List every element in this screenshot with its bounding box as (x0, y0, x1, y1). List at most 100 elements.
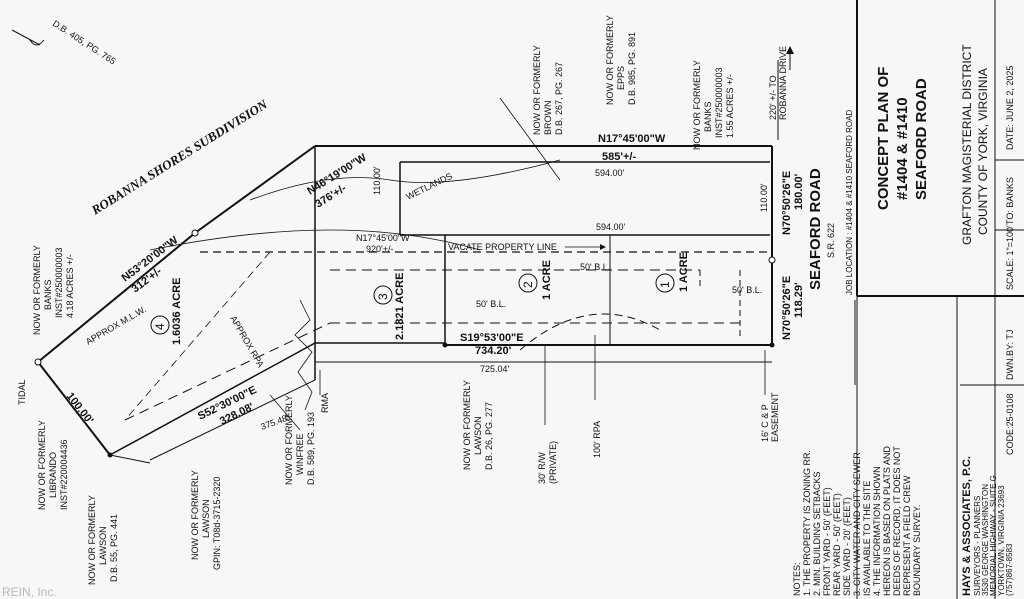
distance-label: 725.04' (480, 364, 510, 374)
distance-label: 585'+/- (602, 151, 636, 163)
owner-line: D.B. 55, PG. 441 (109, 514, 119, 582)
owner-line: NOW OR FORMERLY (532, 45, 542, 135)
owner-banks-2: NOW OR FORMERLY BANKS INST#250000003 4.1… (32, 245, 75, 335)
owner-line: D.B. 589, PG. 193 (306, 412, 316, 485)
survey-pin (34, 358, 42, 366)
note-line: 2. MIN. BUILDING SETBACKS (812, 471, 822, 596)
owner-line: INST#250000003 (54, 247, 64, 318)
distance-label: 100.00' (64, 390, 96, 426)
lot-1-area: 1 ACRE (678, 252, 690, 292)
lot-labels: 1 1 ACRE 2 1 ACRE 3 2.1821 ACRE 4 1.6036… (150, 252, 690, 345)
owner-line: NOW OR FORMERLY (284, 395, 294, 485)
bearing-label: N70°50'26"E (781, 171, 793, 235)
note-line: 4. THE INFORMATION SHOWN (872, 466, 882, 596)
note-line: BOUNDARY SURVEY. (912, 505, 922, 596)
distance-label: 110.00' (372, 166, 382, 195)
owner-line: LIBRANDO (48, 452, 58, 498)
rma-label: RMA (320, 393, 330, 413)
distance-label: 734.20' (475, 345, 512, 357)
firm-block: HAYS & ASSOCIATES, P.C. SURVEYORS - PLAN… (961, 456, 1014, 596)
easement-label-2: EASEMENT (770, 392, 780, 442)
owner-line: 1.55 ACRES +/- (725, 74, 735, 138)
survey-pin (442, 342, 448, 348)
owner-line: NOW OR FORMERLY (87, 495, 97, 585)
district-line-2: COUNTY OF YORK, VIRGINIA (976, 68, 990, 235)
owner-line: LAWSON (473, 416, 483, 455)
lot-4-number: 4 (153, 323, 167, 330)
lot-circle (150, 315, 170, 335)
lot-2-area: 1 ACRE (541, 260, 553, 300)
date-label: DATE: JUNE 2, 2025 (1005, 66, 1015, 150)
note-line: HEREON IS BASED ON PLATS AND (882, 446, 892, 596)
distance-label: 118.29' (793, 282, 805, 318)
firm-line: (757)867-8583 (1005, 543, 1014, 596)
drawn-by-label: DWN.BY: TJ (1005, 330, 1015, 380)
approx-mlw-label: APPROX M.L.W. (84, 304, 148, 347)
owner-line: EPPS (616, 66, 626, 90)
owner-line: LAWSON (201, 499, 211, 538)
vacate-label: VACATE PROPERTY LINE (448, 242, 557, 252)
owner-line: NOW OR FORMERLY (462, 380, 472, 470)
arrow-up-icon (786, 46, 794, 54)
note-line: FRONT YARD - 50' (FEET) (822, 487, 832, 596)
note-line: 3. CITY WATER AND CITY SEWER (852, 452, 862, 596)
owner-lawson-2: NOW OR FORMERLY LAWSON GPIN: T08d-3715-2… (190, 470, 222, 570)
road-to-drive-2: ROBANNA DRIVE (778, 46, 788, 120)
job-location: JOB LOCATION : #1404 & #1410 SEAFORD ROA… (845, 110, 854, 295)
survey-pin (191, 229, 199, 237)
note-line: NOTES: (792, 562, 802, 596)
district-line-1: GRAFTON MAGISTERIAL DISTRICT (960, 44, 974, 245)
lot-circle (655, 273, 675, 293)
title-line-2: #1404 & #1410 (894, 97, 911, 200)
distance-label: 110.00' (759, 183, 769, 212)
setback-label: 50' B.L. (580, 262, 610, 272)
arrow-right-icon (600, 244, 606, 250)
note-line: IS AVAILABLE TO THE SITE (862, 481, 872, 596)
code-label: CODE:25-0108 (1005, 393, 1015, 455)
note-line: DEEDS OF RECORD, IT DOES NOT (892, 446, 902, 596)
owner-lawson-1: NOW OR FORMERLY LAWSON D.B. 55, PG. 441 (87, 495, 119, 585)
bearing-label: S19°53'00"E (460, 332, 524, 344)
owner-line: NOW OR FORMERLY (32, 245, 42, 335)
owner-epps: NOW OR FORMERLY EPPS D.B. 985, PG. 891 (605, 15, 637, 105)
rw-label-1: 30' R/W (537, 452, 547, 484)
owner-lawson-3: NOW OR FORMERLY LAWSON D.B. 26, PG. 277 (462, 380, 494, 470)
owner-line: NOW OR FORMERLY (37, 420, 47, 510)
road-route: S.R. 622 (826, 223, 836, 258)
owner-line: NOW OR FORMERLY (605, 15, 615, 105)
note-line: 1. THE PROPERTY IS ZONING RR. (802, 450, 812, 596)
lot-1-number: 1 (658, 281, 672, 288)
owner-line: GPIN: T08d-3715-2320 (212, 477, 222, 570)
owner-line: WINFREE (295, 434, 305, 476)
owner-line: BROWN (543, 101, 553, 136)
note-line: SIDE YARD - 20' (FEET) (842, 497, 852, 596)
owner-brown: NOW OR FORMERLY BROWN D.B. 267, PG. 267 (532, 45, 564, 135)
firm-line: YORKTOWN, VIRGINIA 23693 (997, 485, 1006, 596)
adjoining-owners: NOW OR FORMERLY BROWN D.B. 267, PG. 267 … (32, 15, 735, 585)
tidal-label: TIDAL (17, 379, 27, 405)
lot-3-area: 2.1821 ACRE (394, 273, 406, 340)
firm-line: MEMORIAL HIGHWAY - SUITE G (989, 475, 998, 596)
title-block: CONCEPT PLAN OF #1404 & #1410 SEAFORD RO… (845, 0, 1024, 599)
title-line-1: CONCEPT PLAN OF (875, 67, 892, 210)
firm-line: 3530 GEORGE WASHINGTON (981, 484, 990, 596)
owner-line: NOW OR FORMERLY (692, 60, 702, 150)
road-name: SEAFORD ROAD (807, 168, 824, 290)
setback-label: 50' B.L. (732, 285, 762, 295)
distance-label: 920'+/- (366, 244, 394, 254)
owner-librando: NOW OR FORMERLY LIBRANDO INST#220004436 (37, 420, 69, 510)
owner-line: D.B. 267, PG. 267 (554, 62, 564, 135)
bearing-label: N17°45'00"W (356, 233, 410, 243)
bearing-label: N17°45'00"W (598, 133, 666, 145)
distance-label: 594.00' (595, 168, 625, 178)
lot-4-area: 1.6036 ACRE (171, 278, 183, 345)
firm-line: SURVEYORS - PLANNERS (973, 496, 982, 596)
setback-label: 50' B.L. (476, 299, 506, 309)
seaford-road: SEAFORD ROAD S.R. 622 220' +/- TO ROBANN… (768, 46, 836, 290)
note-line: REPRESENT A FIELD CREW (902, 475, 912, 596)
owner-banks-1: NOW OR FORMERLY BANKS INST#250000003 1.5… (692, 60, 735, 150)
owner-line: INST#250000003 (714, 67, 724, 138)
watermark-text: REIN, Inc. (2, 585, 57, 599)
rw-label-2: (PRIVATE) (548, 441, 558, 484)
